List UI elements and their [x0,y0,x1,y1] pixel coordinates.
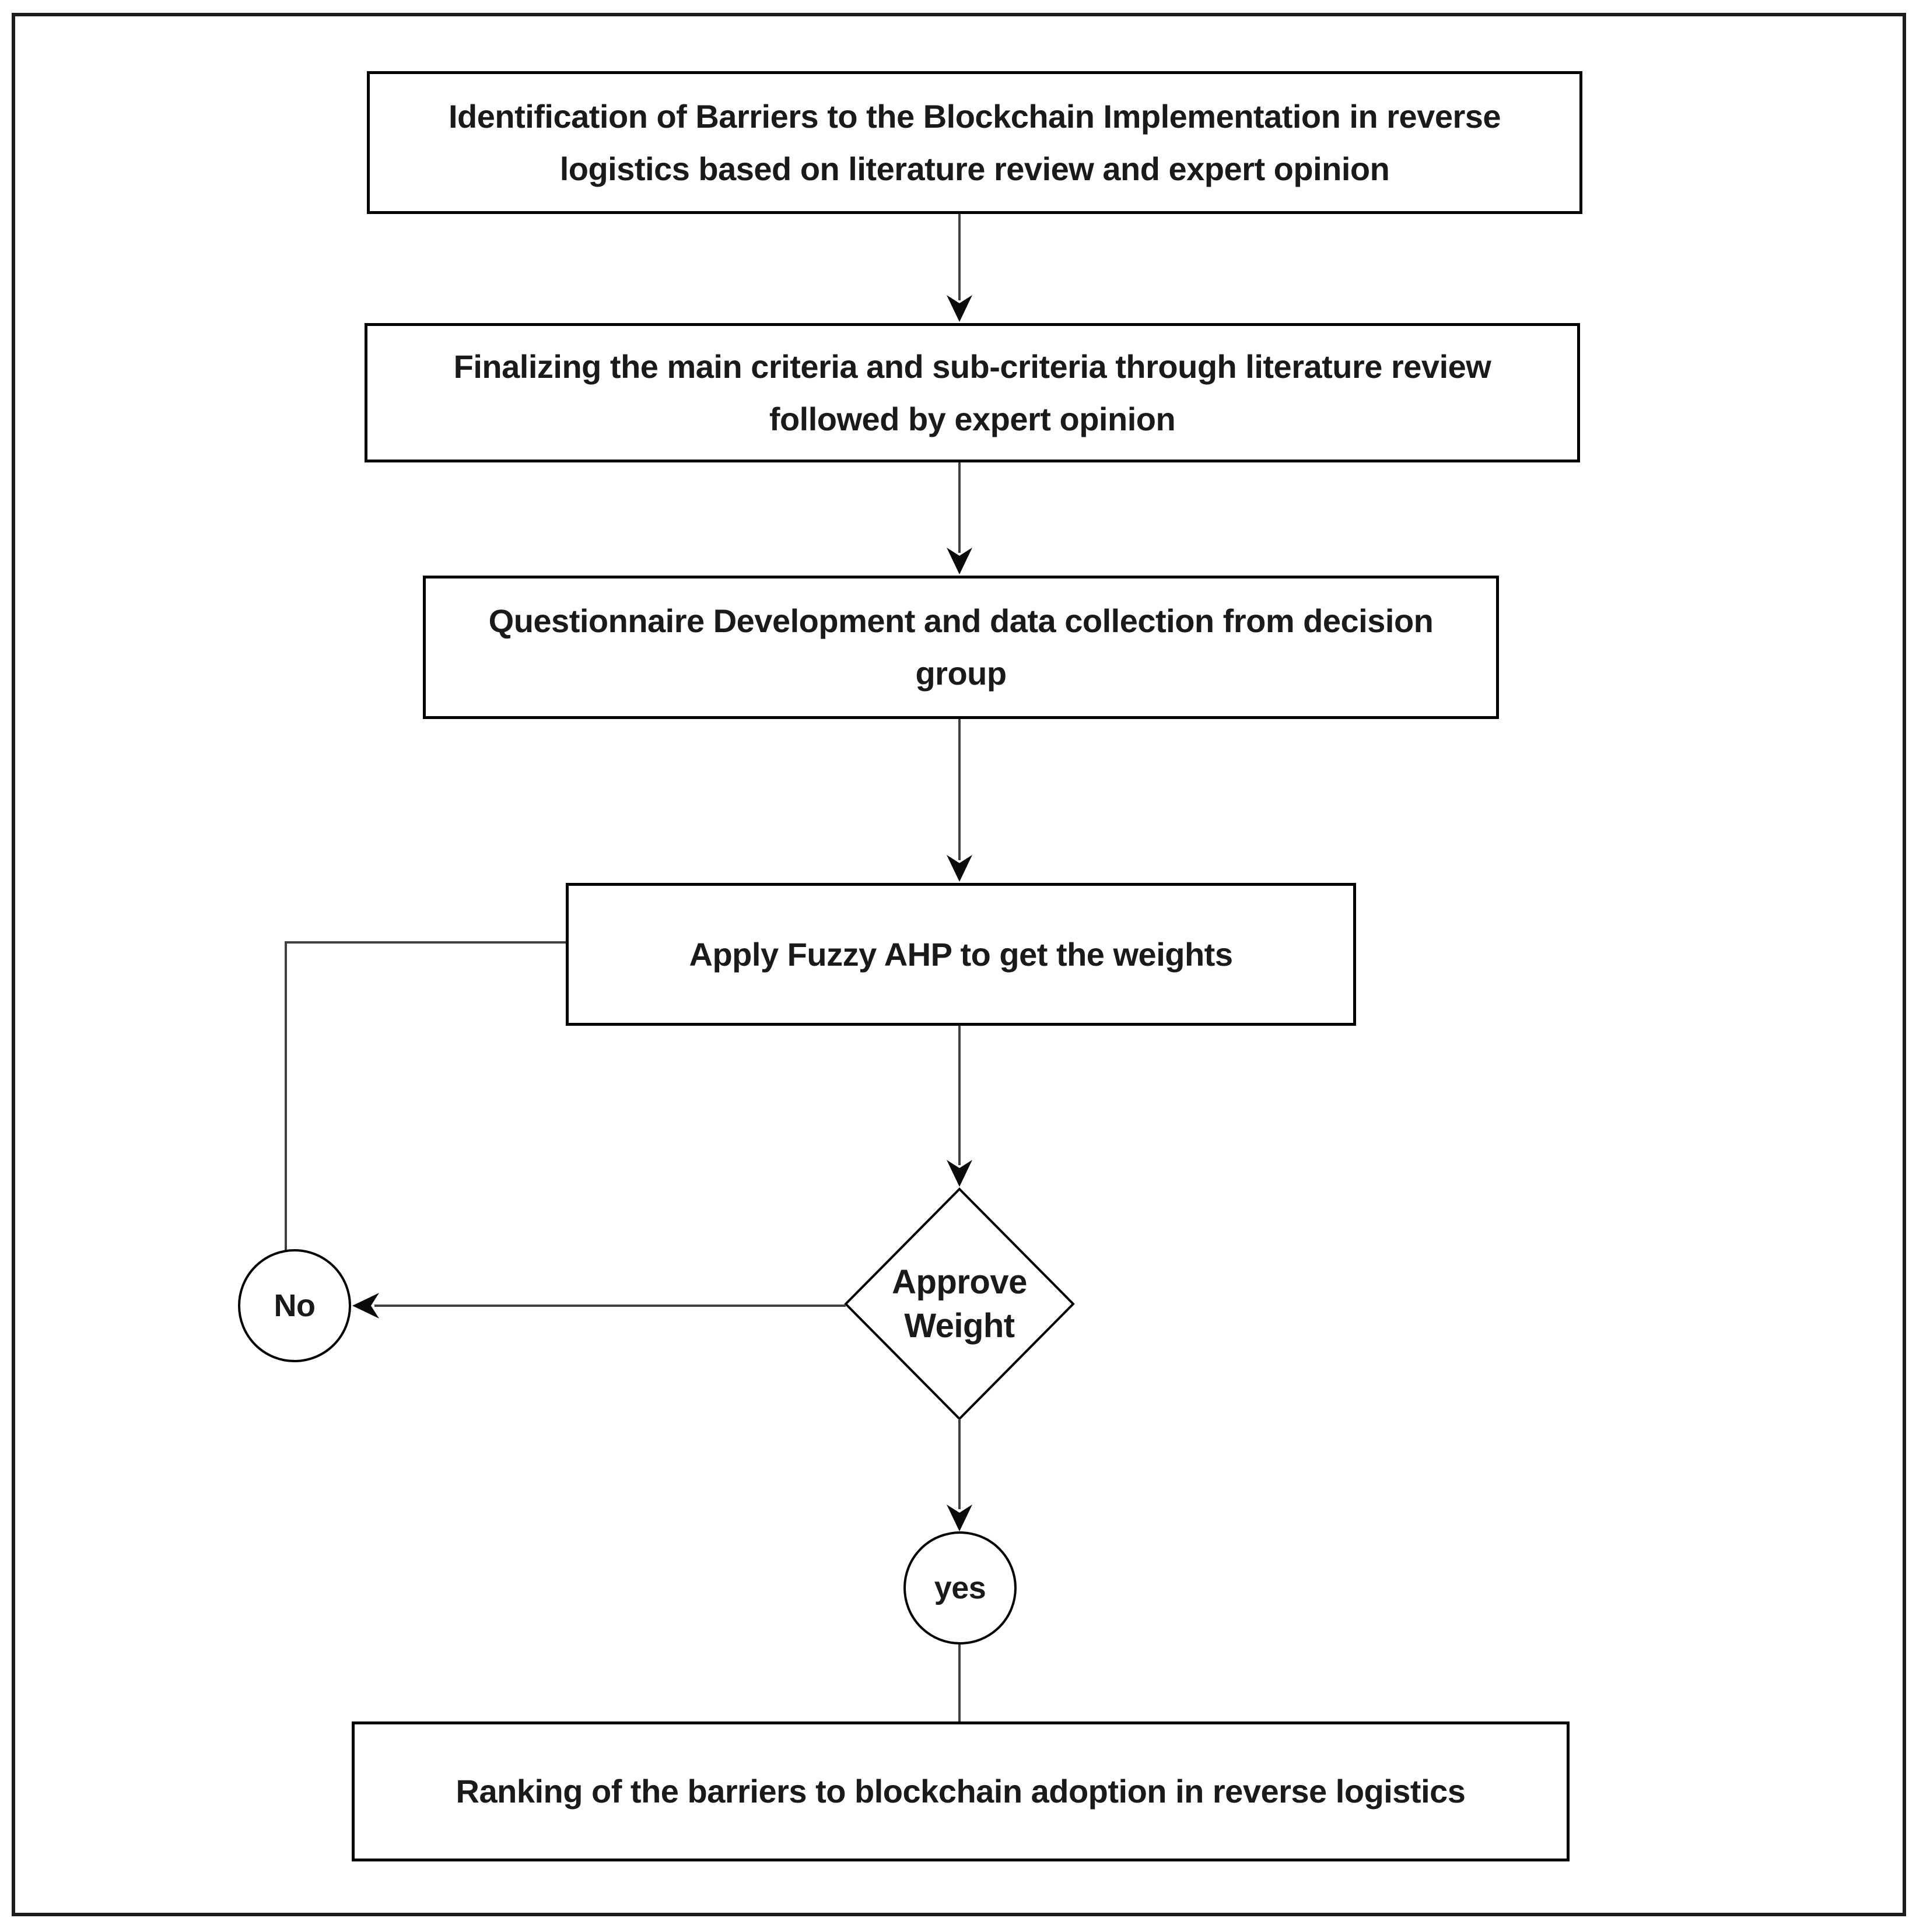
process-box-questionnaire: Questionnaire Development and data colle… [423,576,1499,719]
no-label-text: No [274,1288,316,1323]
decision-label: Approve Weight [866,1242,1053,1366]
no-label: No [239,1250,350,1361]
arrowhead-step3 [947,548,972,574]
yes-label: yes [905,1533,1015,1643]
process-box-ranking: Ranking of the barriers to blockchain ad… [352,1721,1570,1861]
yes-label-text: yes [934,1570,986,1605]
process-label-ranking: Ranking of the barriers to blockchain ad… [456,1773,1466,1810]
arrowhead-decision [947,1160,972,1187]
process-label-apply-fuzzy-ahp: Apply Fuzzy AHP to get the weights [689,935,1233,973]
process-box-finalizing: Finalizing the main criteria and sub-cri… [365,323,1580,462]
arrowhead-step4 [947,855,972,882]
process-box-apply-fuzzy-ahp: Apply Fuzzy AHP to get the weights [566,883,1356,1026]
process-label-questionnaire: Questionnaire Development and data colle… [488,602,1434,692]
decision-label-text: Approve Weight [892,1263,1027,1345]
figure-border [12,13,1906,1916]
no-circle-shape [238,1249,351,1362]
arrowhead-yes [947,1505,972,1531]
arrowhead-step2 [947,295,972,322]
process-label-identification: Identification of Barriers to the Blockc… [448,97,1501,187]
process-box-identification: Identification of Barriers to the Blockc… [367,71,1582,214]
yes-circle-shape [903,1531,1017,1645]
process-label-finalizing: Finalizing the main criteria and sub-cri… [453,348,1491,437]
arrowhead-no [352,1293,379,1319]
